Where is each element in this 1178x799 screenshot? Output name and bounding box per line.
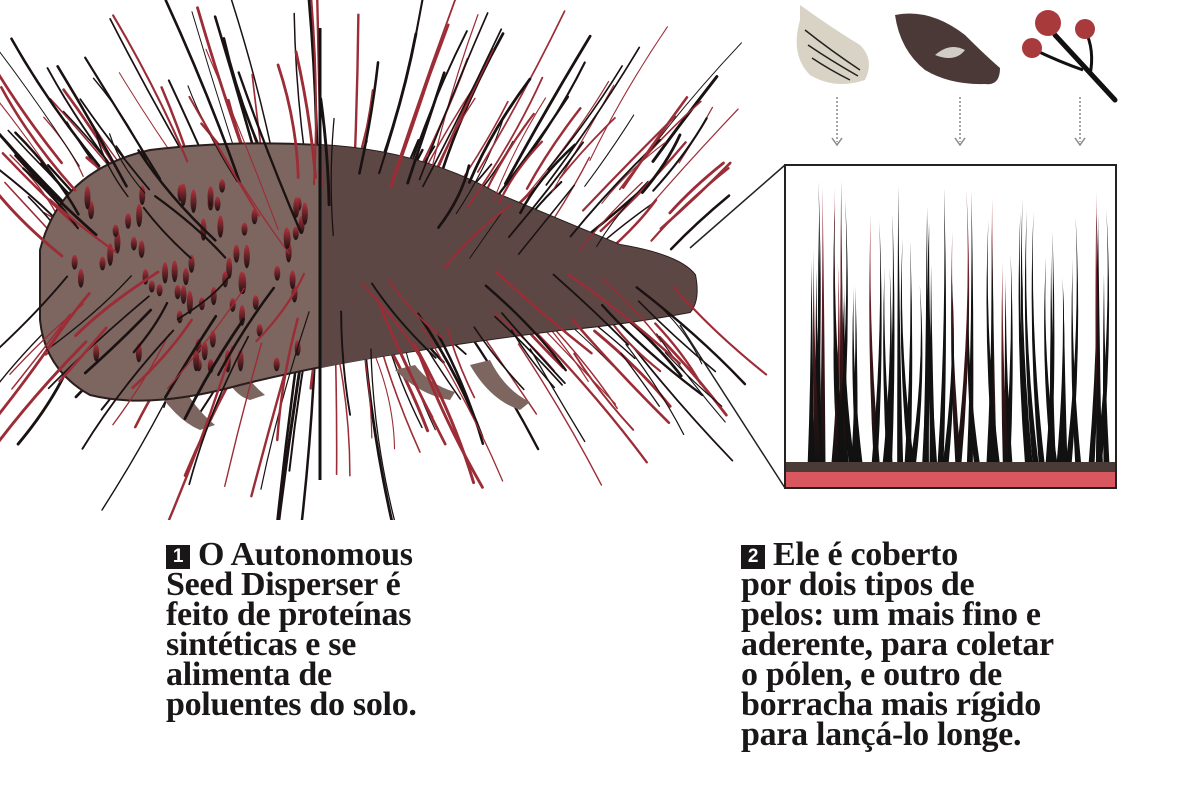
illustration bbox=[0, 0, 1118, 520]
hair-detail-box bbox=[784, 164, 1117, 489]
dotted-arrows bbox=[831, 97, 1086, 147]
feather-seed-icon bbox=[796, 5, 869, 84]
berry-branch-icon bbox=[1022, 10, 1118, 103]
step-number-badge: 1 bbox=[166, 545, 190, 569]
almond-seed-icon bbox=[895, 13, 1000, 85]
step-number-badge: 2 bbox=[741, 545, 765, 569]
creature-illustration bbox=[0, 0, 768, 520]
